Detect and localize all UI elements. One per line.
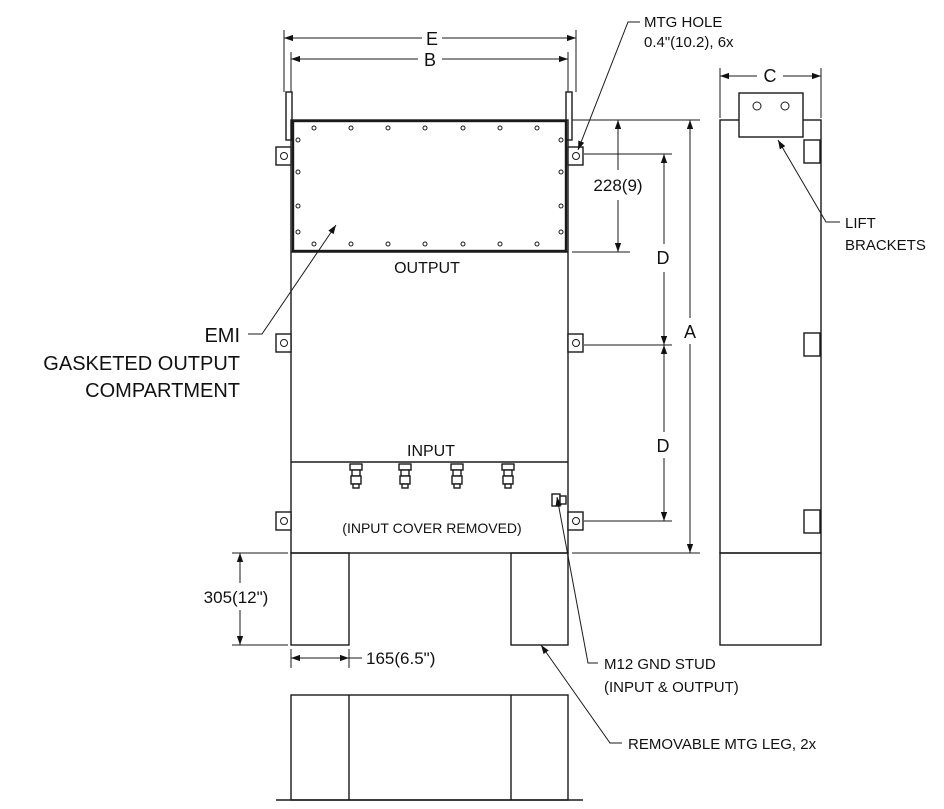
left-mtg-leg <box>290 552 350 646</box>
front-view <box>275 91 584 646</box>
input-terminal-4 <box>501 463 515 489</box>
cabinet-body <box>290 119 569 554</box>
lift-label: LIFT <box>845 215 876 232</box>
dimensions <box>232 30 822 668</box>
dim-d-upper-label: D <box>657 248 670 268</box>
side-view <box>719 92 822 646</box>
emi-label: EMI <box>204 325 240 347</box>
gasket-bolts <box>295 125 564 247</box>
emi-output-compartment <box>291 119 568 253</box>
input-cover-label: (INPUT COVER REMOVED) <box>342 520 521 536</box>
mtg-leg-label: REMOVABLE MTG LEG, 2x <box>628 736 817 753</box>
input-terminal-3 <box>450 463 464 489</box>
dim-e-label: E <box>426 29 438 49</box>
lift-bracket <box>738 92 804 138</box>
dimension-labels: E B C 228(9) D D A 305(12") 165(6.5") <box>204 29 777 668</box>
dim-d-lower-label: D <box>657 436 670 456</box>
output-label: OUTPUT <box>394 260 460 277</box>
mounting-tabs <box>275 146 584 531</box>
dim-a-label: A <box>684 322 696 342</box>
gnd-stud-note: (INPUT & OUTPUT) <box>604 679 739 696</box>
mtg-hole-size: 0.4"(10.2), 6x <box>644 34 734 51</box>
brackets-label: BRACKETS <box>845 237 926 254</box>
input-terminals <box>349 463 515 489</box>
gnd-stud <box>551 493 567 507</box>
dim-c-label: C <box>764 66 777 86</box>
dim-b-label: B <box>424 50 436 70</box>
right-lift-post <box>565 91 573 141</box>
input-terminal-2 <box>398 463 412 489</box>
right-mtg-leg <box>510 552 569 646</box>
leaders <box>248 21 840 744</box>
input-terminal-1 <box>349 463 363 489</box>
dim-305-label: 305(12") <box>204 588 269 607</box>
leg-bottom-view <box>276 694 583 801</box>
callout-labels: MTG HOLE 0.4"(10.2), 6x LIFT BRACKETS OU… <box>43 14 926 753</box>
left-lift-post <box>285 91 293 141</box>
gasketed-output-label: GASKETED OUTPUT <box>43 353 240 375</box>
dim-228-label: 228(9) <box>593 176 642 195</box>
mtg-hole-label: MTG HOLE <box>644 14 722 31</box>
gnd-stud-label: M12 GND STUD <box>604 656 716 673</box>
input-label: INPUT <box>407 443 455 460</box>
dim-165-label: 165(6.5") <box>366 649 435 668</box>
compartment-label: COMPARTMENT <box>85 380 240 402</box>
